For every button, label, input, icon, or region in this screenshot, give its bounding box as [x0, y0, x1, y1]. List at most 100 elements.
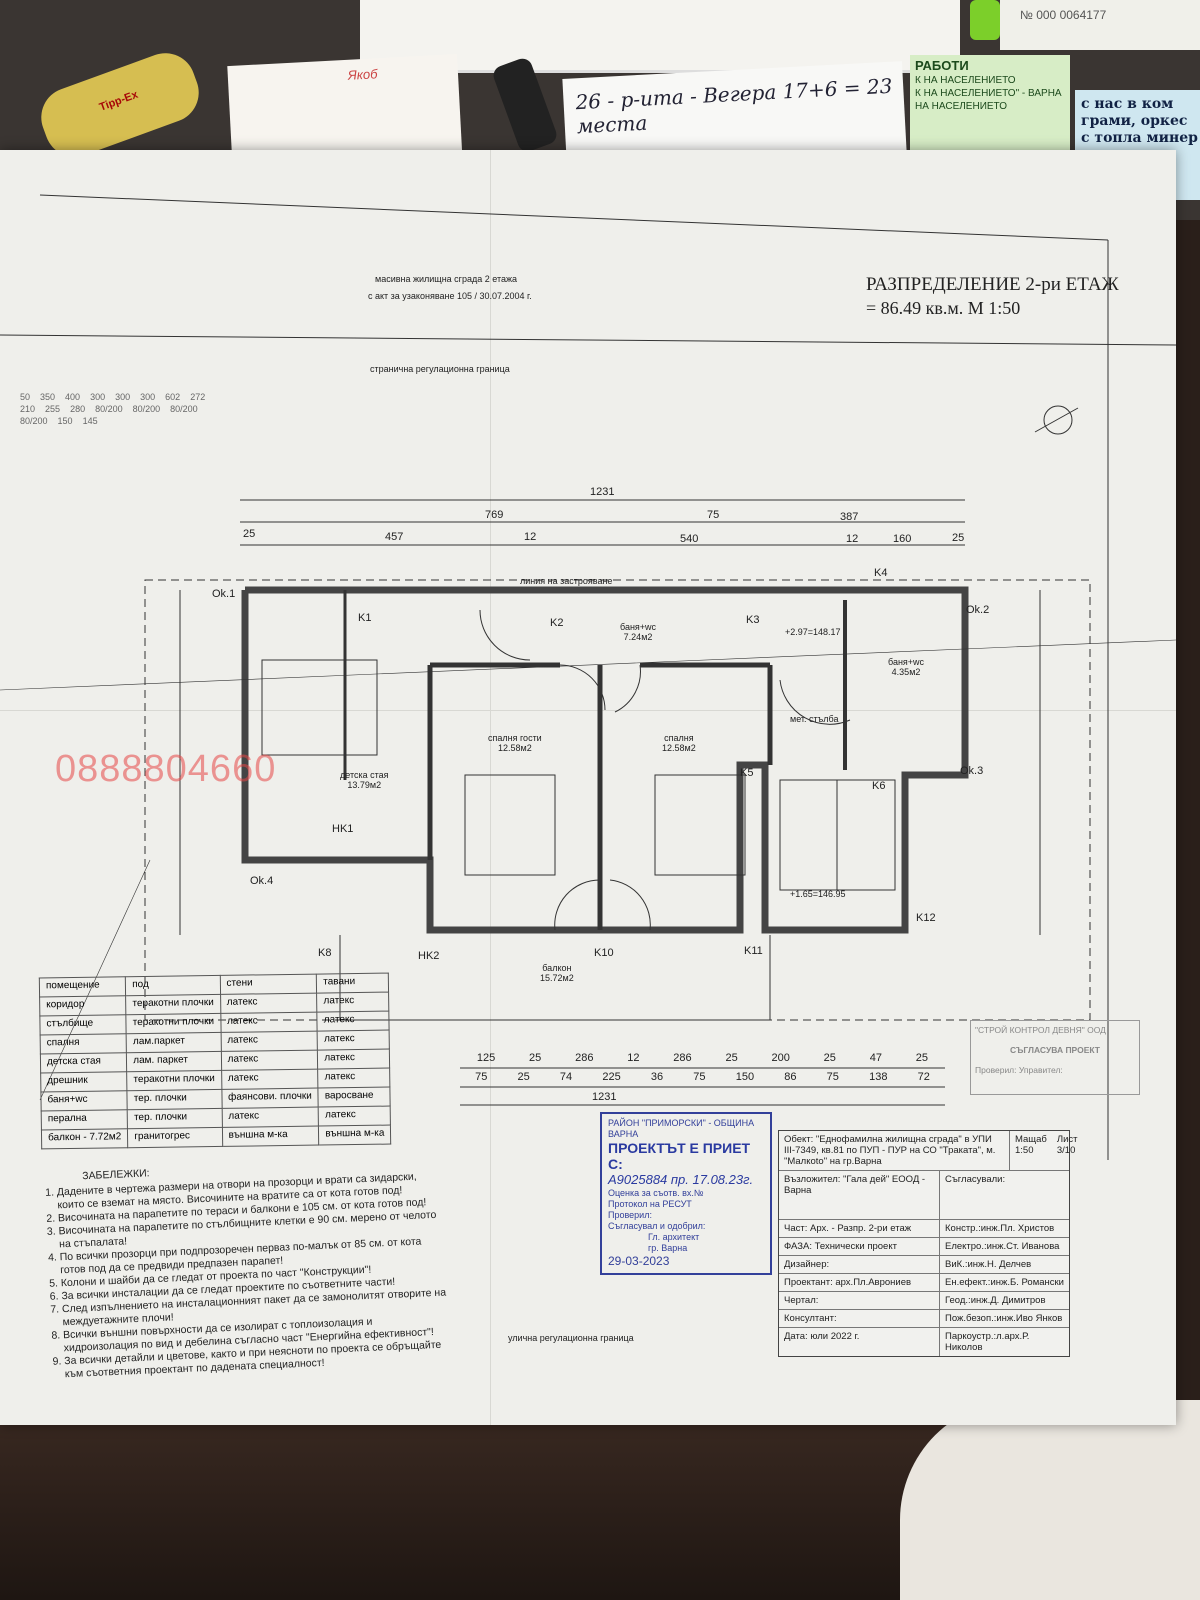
- elevation-mark: +1.65=146.95: [790, 889, 846, 899]
- title-block-cell: Геод.:инж.Д. Димитров: [945, 1295, 1046, 1306]
- highlighter: [970, 0, 1000, 40]
- outer-wall: [241, 586, 969, 934]
- column-tag: K11: [744, 945, 763, 957]
- dimension: 387: [840, 511, 859, 523]
- title-block-object-row: Обект: "Еднофамилна жилищна сграда" в УП…: [779, 1131, 1078, 1171]
- title-block-cell: Консултант:: [779, 1310, 940, 1327]
- leaflet-line: РАБОТИ: [915, 58, 969, 73]
- column-tag: Ok.2: [966, 604, 990, 616]
- dimension-total: 1231: [592, 1091, 617, 1103]
- column-tag: HK2: [418, 950, 440, 962]
- stamp-line: Оценка за съотв. вх.№: [608, 1188, 704, 1198]
- stamp-line: Проверил:: [608, 1210, 652, 1220]
- dimension: 160: [893, 533, 912, 545]
- leaflet-line: К НА НАСЕЛЕНИЕТО" - ВАРНА: [915, 88, 1062, 99]
- sheet-number: 3/10: [1056, 1145, 1076, 1156]
- receipt: № 000 0064177: [1000, 0, 1200, 50]
- title-block-client-row: Възложител: "Гала дей" ЕООД - Варна Съгл…: [779, 1171, 1069, 1220]
- consultant-approval-stamp: "СТРОЙ КОНТРОЛ ДЕВНЯ" ООД СЪГЛАСУВА ПРОЕ…: [970, 1020, 1140, 1095]
- paper-stack: [360, 0, 960, 73]
- frame-line: [39, 194, 1109, 241]
- stamp-title: ПРОЕКТЪТ Е ПРИЕТ С:: [608, 1140, 751, 1172]
- title-block-cell: ВиК.:инж.Н. Делчев: [945, 1259, 1032, 1270]
- dimension: 25: [952, 532, 965, 544]
- phone-watermark: 0888804660: [55, 748, 277, 790]
- stamp-line: Протокол на РЕСУТ: [608, 1199, 692, 1209]
- client: Възложител: "Гала дей" ЕООД - Варна: [779, 1171, 940, 1219]
- column-tag: K1: [358, 612, 372, 624]
- column-tag: K2: [550, 617, 564, 629]
- column-tag: K12: [916, 912, 936, 924]
- title-block-cell: Част: Арх. - Разпр. 2-ри етаж: [779, 1220, 940, 1237]
- leaflet-line: К НА НАСЕЛЕНИЕТО: [915, 75, 1016, 86]
- object-description: Обект: "Еднофамилна жилищна сграда" в УП…: [779, 1131, 1010, 1170]
- staircase: [779, 779, 896, 891]
- bed: [261, 659, 378, 756]
- header-note: с акт за узаконяване 105 / 30.07.2004 г.: [368, 291, 532, 301]
- door-swing: [479, 609, 531, 661]
- title-block-cell: Паркоустр.:л.арх.Р. Николов: [945, 1331, 1030, 1353]
- column-tag: K10: [594, 947, 614, 959]
- title-block-cell: Дата: юли 2022 г.: [779, 1328, 940, 1356]
- header-note: масивна жилищна сграда 2 етажа: [375, 274, 518, 284]
- floor-plan-sheet: [0, 150, 1176, 1425]
- title-block-cell: Дизайнер:: [779, 1256, 940, 1273]
- scale-value: 1:50: [1015, 1145, 1034, 1156]
- dimension: 769: [485, 509, 504, 521]
- dimension-total: 1231: [590, 486, 615, 498]
- building-line: [144, 579, 1091, 1021]
- title-block: Обект: "Еднофамилна жилищна сграда" в УП…: [778, 1130, 1078, 1357]
- dimension: 12: [846, 533, 859, 545]
- stamp-date: 29-03-2023: [608, 1254, 670, 1268]
- north-arrow-icon: [1034, 405, 1079, 435]
- dimension: 457: [385, 531, 404, 543]
- column-tag: K8: [318, 947, 332, 959]
- title-block-cell: ФАЗА: Технически проект: [779, 1238, 940, 1255]
- column-tag: K4: [874, 567, 888, 579]
- boundary-line: [0, 334, 1177, 346]
- flyer-line: с нас в ком: [1081, 96, 1174, 112]
- receipt-number: № 000 0064177: [1020, 8, 1107, 22]
- stamp-line: Съгласувал и одобрил:: [608, 1221, 706, 1231]
- building-line-label: линия на застрояване: [520, 576, 613, 586]
- dimension: 540: [680, 533, 699, 545]
- room-label-stair: мет. стълба: [790, 714, 839, 724]
- municipal-approval-stamp: РАЙОН "ПРИМОРСКИ" - ОБЩИНА ВАРНА ПРОЕКТЪ…: [600, 1112, 772, 1275]
- title-block-cell: Констр.:инж.Пл. Христов: [945, 1223, 1055, 1234]
- column-tag: K5: [740, 767, 754, 779]
- column-tag: HK1: [332, 823, 354, 835]
- bed: [464, 774, 556, 876]
- street-boundary-label: улична регулационна граница: [508, 1333, 634, 1343]
- title-block-cell: Електро.:инж.Ст. Иванова: [945, 1241, 1060, 1252]
- stamp-city: гр. Варна: [648, 1243, 688, 1253]
- bed: [654, 774, 746, 876]
- door-swing: [614, 664, 641, 713]
- leaflet-line: НА НАСЕЛЕНИЕТО: [915, 101, 1007, 112]
- agreed-label: Съгласували:: [945, 1174, 1006, 1185]
- door-swing: [779, 679, 851, 725]
- elevation-mark: +2.97=148.17: [785, 627, 841, 637]
- stamp-line: Гл. архитект: [648, 1232, 700, 1242]
- title-block-cell: Проектант: арх.Пл.Аврониев: [779, 1274, 940, 1291]
- diagonal-line: [39, 859, 151, 1101]
- column-tag: Ok.4: [250, 875, 274, 887]
- notes-section: ЗАБЕЛЕЖКИ: Дадените в чертежа размери на…: [42, 1155, 451, 1382]
- door-swing: [609, 879, 651, 931]
- title-block-cell: Ен.ефект.:инж.Б. Романски: [945, 1277, 1064, 1288]
- flyer-line: грами, оркес: [1081, 113, 1188, 129]
- flyer-line: с топла минер: [1081, 130, 1198, 146]
- fold-line: [490, 150, 491, 1425]
- title-block-cell: Чертал:: [779, 1292, 940, 1309]
- side-boundary-label: странична регулационна граница: [370, 364, 510, 374]
- sweater: [900, 1400, 1200, 1600]
- door-swing: [554, 879, 601, 931]
